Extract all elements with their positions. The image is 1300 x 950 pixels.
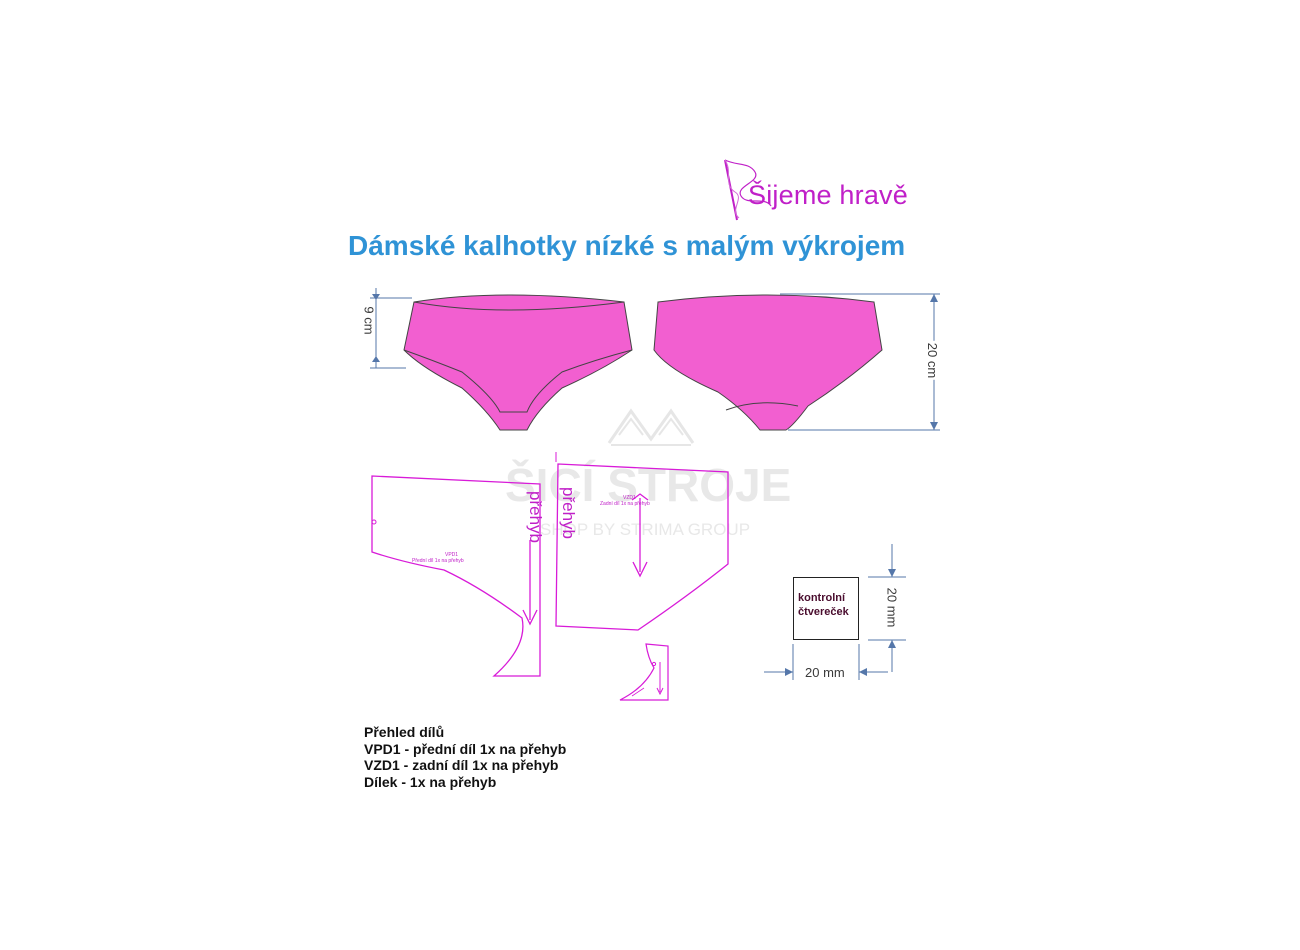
control-square-dimensions xyxy=(764,544,906,680)
logo-text: Šijeme hravě xyxy=(748,180,908,210)
control-square xyxy=(793,577,859,640)
control-square-label-line1: kontrolní xyxy=(798,592,846,604)
control-square-width-label: 20 mm xyxy=(805,665,845,680)
control-square-label-line2: čtvereček xyxy=(798,606,849,618)
control-square-label: kontrolní čtvereček xyxy=(798,591,849,619)
parts-overview: Přehled dílů VPD1 - přední díl 1x na pře… xyxy=(364,724,566,790)
back-garment-illustration xyxy=(653,293,940,431)
front-height-label: 9 cm xyxy=(361,306,377,335)
parts-overview-item: VPD1 - přední díl 1x na přehyb xyxy=(364,740,567,757)
back-piece-code: VZD1 xyxy=(623,495,636,501)
front-fold-label: přehyb xyxy=(526,491,545,543)
front-piece-code: VPD1 xyxy=(445,552,459,558)
gusset-pattern-piece xyxy=(619,643,669,701)
back-fold-label: přehyb xyxy=(559,487,578,539)
watermark-sub-text: SHOP BY STRIMA GROUP xyxy=(540,520,751,539)
needle-thread-icon xyxy=(724,159,772,221)
front-piece-text: Přední díl 1x na přehyb xyxy=(412,558,464,564)
page-title: Dámské kalhotky nízké s malým výkrojem xyxy=(348,230,906,261)
watermark-mountain-icon xyxy=(607,408,695,446)
back-height-label: 20 cm xyxy=(925,340,941,381)
front-pattern-piece xyxy=(371,475,541,677)
parts-overview-item: Dílek - 1x na přehyb xyxy=(364,773,497,790)
parts-overview-item: VZD1 - zadní díl 1x na přehyb xyxy=(364,757,559,773)
control-square-height-label: 20 mm xyxy=(884,587,900,628)
front-garment-illustration xyxy=(370,288,633,431)
parts-overview-heading: Přehled dílů xyxy=(364,724,445,740)
back-piece-text: Zadní díl 1x na přehyb xyxy=(600,501,650,507)
back-pattern-piece xyxy=(555,452,729,631)
